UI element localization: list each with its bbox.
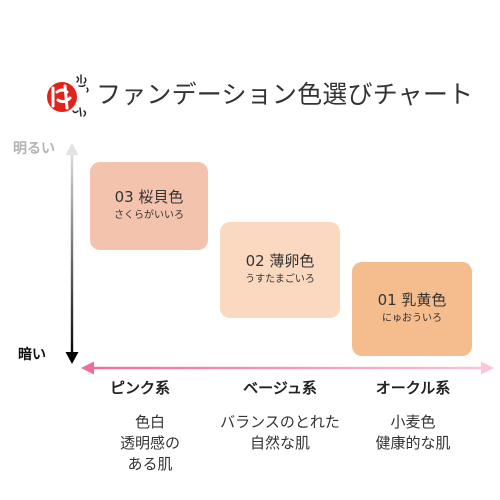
logo-white-mark [51,84,72,110]
tone-axis-arrow-right [481,361,494,375]
swatch-reading: さくらがいいろ [114,210,184,221]
axis-label-bright: 明るい [13,141,55,157]
swatch-reading: うすたまごいろ [245,274,315,285]
axis-label-dark: 暗い [18,347,46,363]
swatch-label: 03 桜貝色 [114,188,184,206]
swatch-label: 01 乳黄色 [377,291,447,309]
logo-black-mark-bottom [72,107,87,117]
description-line: 色白 [134,413,165,431]
brightness-axis-arrow-down [65,352,79,364]
swatch-label: 02 薄卵色 [245,252,315,270]
description-line: 小麦色 [390,413,436,431]
category-pink: ピンク系 [109,379,170,397]
swatch-sakuragai: 03 桜貝色 さくらがいいろ [90,162,208,250]
category-beige: ベージュ系 [243,379,317,397]
brand-logo [47,74,89,117]
tone-axis-arrow-left [81,361,94,375]
brightness-axis-line [70,152,74,354]
category-ochre: オークル系 [375,379,451,397]
description-line: 自然な肌 [249,434,310,452]
brightness-axis-arrow-up [65,143,79,155]
description-line: 透明感の [119,434,180,452]
description-line: バランスのとれた [220,413,340,431]
description-line: ある肌 [127,455,173,473]
logo-black-mark-top [76,74,89,93]
tone-axis-line [90,366,483,370]
swatch-usutamago: 02 薄卵色 うすたまごいろ [220,222,340,318]
description-line: 健康的な肌 [375,434,451,452]
category-ochre-description: 小麦色 健康的な肌 [338,412,488,454]
swatch-reading: にゅおういろ [382,313,442,324]
page-title: ファンデーション色選びチャート [96,80,474,109]
category-pink-description: 色白 透明感の ある肌 [75,412,225,475]
category-beige-description: バランスのとれた 自然な肌 [205,412,355,454]
swatch-nyuou: 01 乳黄色 にゅおういろ [352,262,472,356]
